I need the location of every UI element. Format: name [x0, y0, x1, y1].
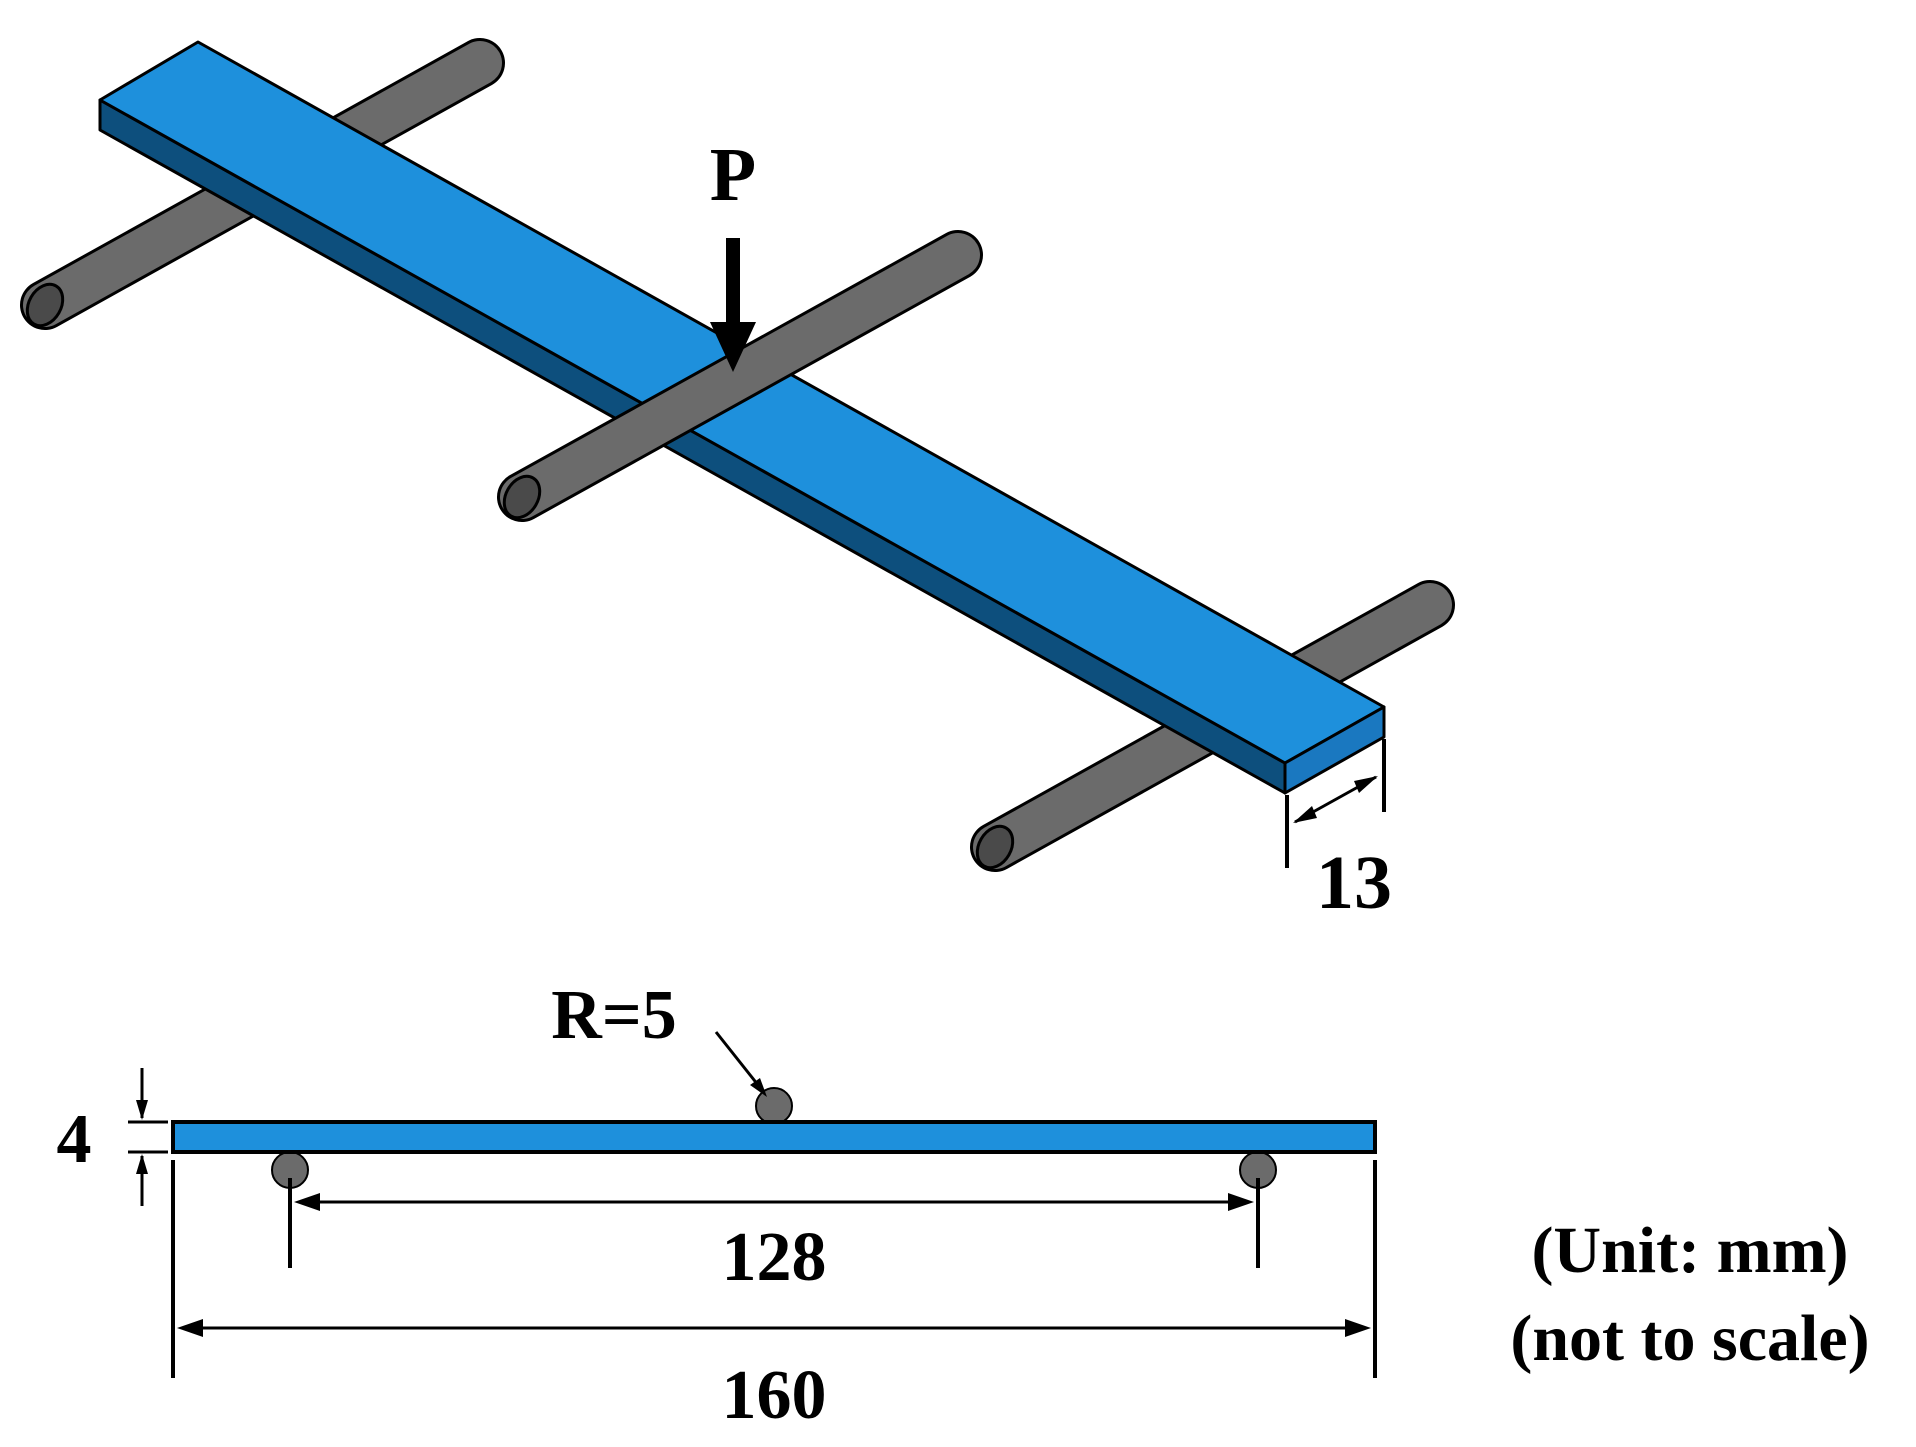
span-dimension — [288, 1178, 1260, 1268]
radius-leader — [714, 1031, 767, 1097]
length-dimension — [171, 1160, 1377, 1378]
side-view: R=5 4 128 160 — [57, 977, 1377, 1434]
beam-side-view — [171, 1120, 1377, 1154]
width-label: 13 — [1316, 841, 1392, 925]
thickness-dimension — [128, 1068, 168, 1206]
thickness-label: 4 — [57, 1101, 92, 1178]
radius-label: R=5 — [551, 977, 676, 1054]
load-arrow — [710, 238, 756, 372]
isometric-view: P 13 — [20, 38, 1455, 925]
length-label: 160 — [722, 1357, 827, 1434]
scale-note: (not to scale) — [1510, 1302, 1869, 1375]
loading-circle — [755, 1087, 793, 1125]
load-label: P — [710, 133, 756, 217]
unit-note: (Unit: mm) — [1531, 1214, 1848, 1287]
loading-rod — [497, 230, 983, 522]
width-dimension — [1285, 739, 1386, 868]
span-label: 128 — [722, 1219, 827, 1296]
